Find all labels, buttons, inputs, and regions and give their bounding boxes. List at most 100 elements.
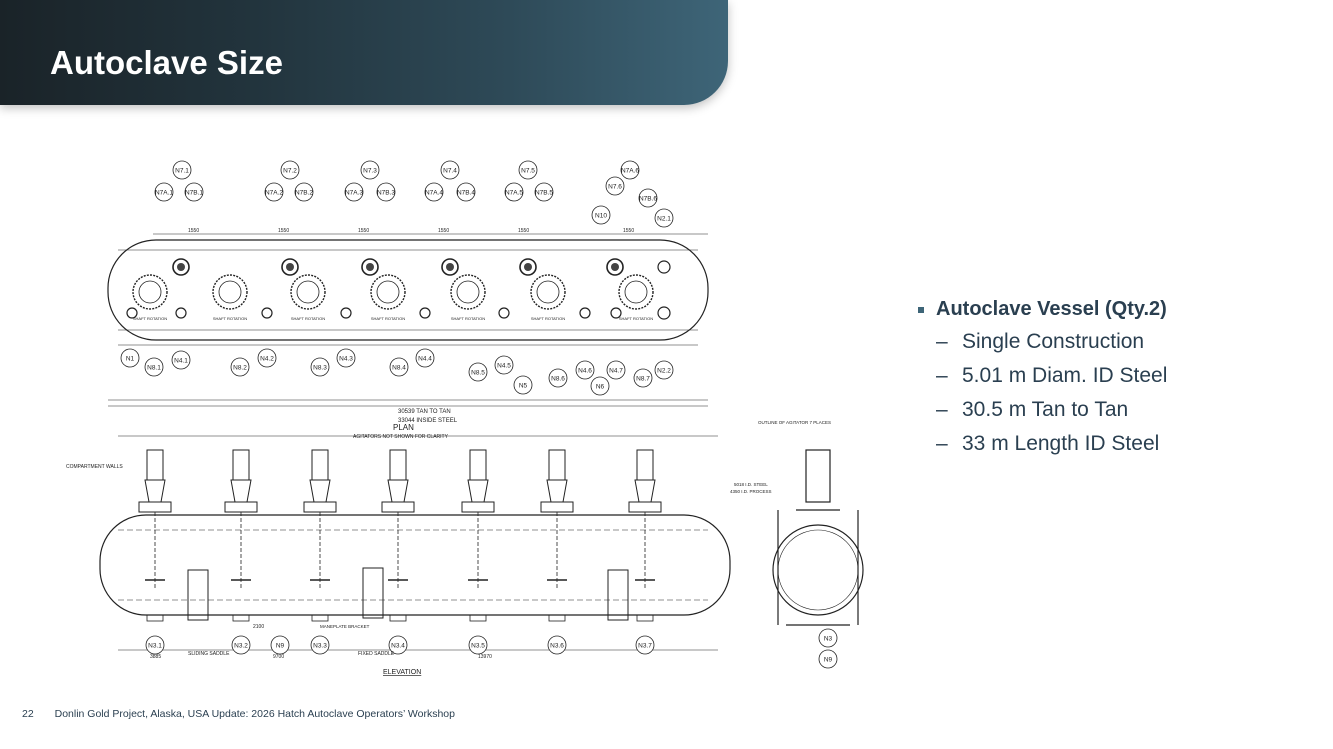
- bottom-nozzle: [610, 307, 622, 319]
- footer-text: Donlin Gold Project, Alaska, USA Update:…: [54, 708, 455, 720]
- agitator-motor: [548, 449, 566, 481]
- dim-9700: 9700: [273, 654, 284, 660]
- nozzle-label-bottom-4-text: N4.2: [260, 356, 274, 363]
- nozzle-label-bottom-16-text: N8.7: [636, 376, 650, 383]
- nozzle-label-bottom-7: [389, 357, 409, 377]
- dim-1550: 1550: [278, 228, 289, 234]
- nozzle-label-second-1-text: N7B.1: [185, 190, 203, 197]
- shaft-rotation-label: SHAFT ROTATION: [371, 316, 405, 321]
- nozzle-label-bottom-12: [548, 368, 568, 388]
- nozzle-label-bottom-0-text: N1: [126, 356, 135, 363]
- bullet-sub-4: –33 m Length ID Steel: [936, 431, 1318, 457]
- nozzle-label-end-0-text: N3: [824, 636, 833, 643]
- agitator-nozzle: [132, 274, 168, 310]
- autoclave-drawing: SHAFT ROTATION SHAFT ROTATION SHAFT ROTATI…: [58, 150, 898, 685]
- nozzle-label-bottom-1-text: N8.1: [147, 365, 161, 372]
- title-banner: Autoclave Size: [0, 0, 728, 105]
- nozzle-label-elev-0: [145, 635, 165, 655]
- nozzle-label-second-10-text: N7.6: [608, 184, 622, 191]
- nozzle-label-second-11-text: N7B.6: [639, 196, 657, 203]
- shaft-rotation-label: SHAFT ROTATION: [619, 316, 653, 321]
- saddle: [362, 567, 384, 619]
- nozzle-label-top-4-text: N7.5: [521, 168, 535, 175]
- nozzle-label-second-0-text: N7A.1: [155, 190, 173, 197]
- nozzle-label-side-0-text: N10: [595, 213, 607, 220]
- nozzle-label-second-5-text: N7B.3: [377, 190, 395, 197]
- nozzle-label-bottom-14: [590, 376, 610, 396]
- agitator-motor: [389, 449, 407, 481]
- agitator-motor: [636, 449, 654, 481]
- nozzle-label-second-9-text: N7B.5: [535, 190, 553, 197]
- nozzle-label-bottom-5: [310, 357, 330, 377]
- shaft-rotation-label: SHAFT ROTATION: [531, 316, 565, 321]
- nozzle-label-second-3: [294, 182, 314, 202]
- bottom-nozzle: [498, 307, 510, 319]
- nozzle-label-bottom-13-text: N4.6: [578, 368, 592, 375]
- nozzle-label-bottom-13: [575, 360, 595, 380]
- nozzle-label-top-3: [440, 160, 460, 180]
- nozzle-label-top-2: [360, 160, 380, 180]
- nozzle-label-second-7-text: N7B.4: [457, 190, 475, 197]
- agitator-nozzle: [450, 274, 486, 310]
- nozzle-label-end-0: [818, 628, 838, 648]
- nozzle-label-end-1: [818, 649, 838, 669]
- feed-nozzle: [361, 258, 379, 276]
- id-steel-label: 5018 I.D. STEEL: [734, 482, 768, 487]
- nozzle-label-side-1: [654, 208, 674, 228]
- end-view-vessel: [772, 524, 864, 616]
- bottom-nozzle: [419, 307, 431, 319]
- bullet-sub-1: –Single Construction: [936, 329, 1318, 355]
- agitator-nozzle: [618, 274, 654, 310]
- dash-icon: –: [936, 432, 948, 455]
- nozzle-label-second-8: [504, 182, 524, 202]
- bottom-nozzle: [175, 307, 187, 319]
- nozzle-label-bottom-10-text: N4.5: [497, 363, 511, 370]
- id-process-label: 4350 I.D. PROCESS: [730, 489, 772, 494]
- nozzle-label-elev-5: [468, 635, 488, 655]
- nozzle-label-bottom-9: [468, 362, 488, 382]
- nozzle-label-bottom-5-text: N8.3: [313, 365, 327, 372]
- nozzle-label-bottom-4: [257, 348, 277, 368]
- nozzle-label-top-0-text: N7.1: [175, 168, 189, 175]
- shaft-rotation-label: SHAFT ROTATION: [133, 316, 167, 321]
- nozzle-label-bottom-3: [230, 357, 250, 377]
- saddle: [187, 569, 209, 621]
- slide-footer: 22 Donlin Gold Project, Alaska, USA Upda…: [22, 708, 455, 720]
- nozzle-label-bottom-8-text: N4.4: [418, 356, 432, 363]
- dim-1550: 1550: [438, 228, 449, 234]
- nozzle-label-side-2-text: N2.2: [657, 368, 671, 375]
- plan-note: AGITATORS NOT SHOWN FOR CLARITY: [353, 434, 449, 440]
- feed-nozzle: [172, 258, 190, 276]
- sliding-saddle-label: SLIDING SADDLE: [188, 651, 230, 657]
- agitator-nozzle: [290, 274, 326, 310]
- nozzle-label-bottom-11: [513, 375, 533, 395]
- end-view-agitator: [805, 449, 831, 503]
- nozzle-label-second-0: [154, 182, 174, 202]
- agitator-motor: [469, 449, 487, 481]
- dim-inside-steel: 33044 INSIDE STEEL: [398, 418, 458, 424]
- bullet-main-text: Autoclave Vessel (Qty.2): [936, 298, 1167, 320]
- nozzle-label-end-1-text: N9: [824, 657, 833, 664]
- nozzle-label-second-4: [344, 182, 364, 202]
- dim-1550: 1550: [188, 228, 199, 234]
- bullet-sub-text: 5.01 m Diam. ID Steel: [962, 364, 1168, 387]
- bullet-sub-text: 30.5 m Tan to Tan: [962, 398, 1129, 421]
- plan-vessel-outline: [107, 239, 709, 341]
- agitator-nozzle: [370, 274, 406, 310]
- nozzle-label-top-3-text: N7.4: [443, 168, 457, 175]
- dim-3885: 3885: [150, 654, 161, 660]
- feed-nozzle: [519, 258, 537, 276]
- saddle: [607, 569, 629, 621]
- nozzle-label-elev-4: [388, 635, 408, 655]
- plan-label: PLAN: [393, 423, 414, 432]
- dash-icon: –: [936, 330, 948, 353]
- agitator-outline-label: OUTLINE OF AGITATOR 7 PLACES: [758, 420, 831, 425]
- nozzle-label-elev-3: [310, 635, 330, 655]
- dim-1550: 1550: [358, 228, 369, 234]
- nozzle-label-bottom-2: [171, 350, 191, 370]
- nozzle-label-bottom-16: [633, 368, 653, 388]
- nozzle-label-second-10: [605, 176, 625, 196]
- nozzle-label-second-2-text: N7A.2: [265, 190, 283, 197]
- bullet-sub-text: 33 m Length ID Steel: [962, 432, 1160, 455]
- bottom-nozzle: [340, 307, 352, 319]
